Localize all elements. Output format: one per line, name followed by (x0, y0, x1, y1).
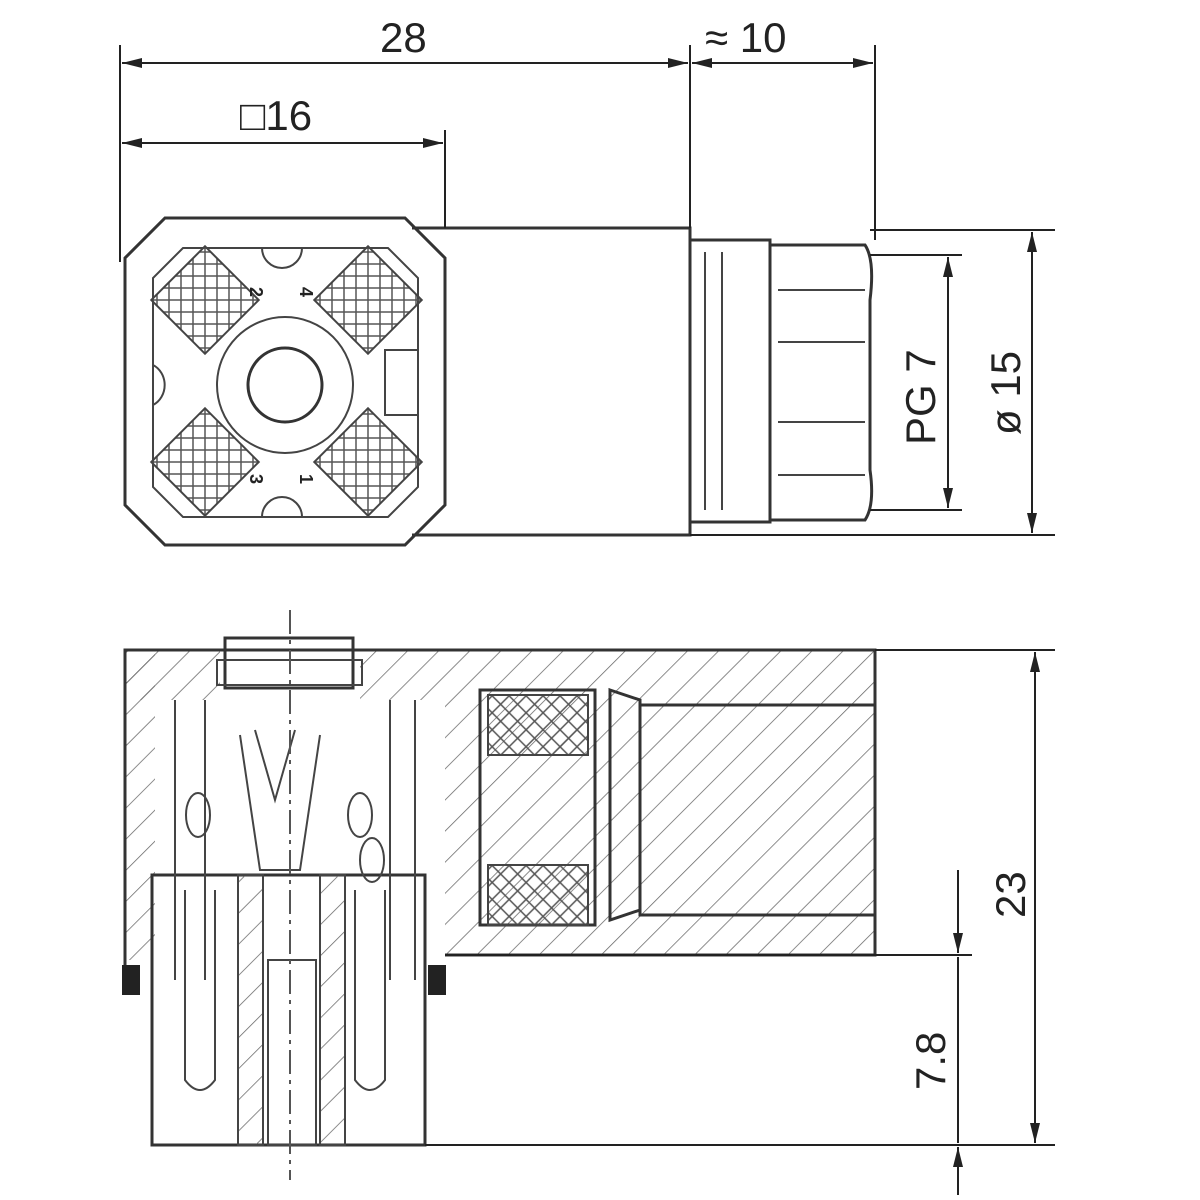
contact-grid-2 (149, 244, 261, 356)
section-view (122, 610, 877, 1180)
dimensions-bottom: 23 7.8 (425, 649, 1055, 1195)
gland-body (688, 238, 772, 524)
dim-diameter: ø 15 (982, 351, 1029, 435)
dim-overall-length: 28 (380, 14, 427, 61)
contact-grid-3 (149, 406, 261, 518)
contact-grid-1 (312, 406, 424, 518)
top-view: 2 4 3 1 (123, 216, 874, 547)
dim-pin-length: 7.8 (907, 1032, 954, 1090)
center-ring (216, 316, 354, 454)
contact-grid-4 (312, 244, 424, 356)
pin-label-2: 2 (246, 287, 266, 297)
dimensions-top: 28 ≈ 10 □16 PG 7 ø 15 (119, 14, 1055, 536)
dim-square-face: □16 (240, 92, 312, 139)
pin-label-1: 1 (296, 474, 316, 484)
gland-nut (768, 243, 874, 522)
seal-upper (487, 694, 589, 756)
housing-section (125, 650, 875, 955)
outer-face-outline (123, 216, 447, 547)
pin-label-4: 4 (296, 287, 316, 297)
dim-height: 23 (987, 871, 1034, 918)
inner-face-outline (152, 247, 419, 518)
seal-lower (487, 864, 589, 926)
dim-gland-length: ≈ 10 (705, 14, 786, 61)
dim-thread: PG 7 (897, 349, 944, 445)
pin-label-3: 3 (246, 474, 266, 484)
housing-body (412, 226, 692, 537)
center-bore (246, 346, 324, 424)
insert-cap (223, 636, 355, 690)
